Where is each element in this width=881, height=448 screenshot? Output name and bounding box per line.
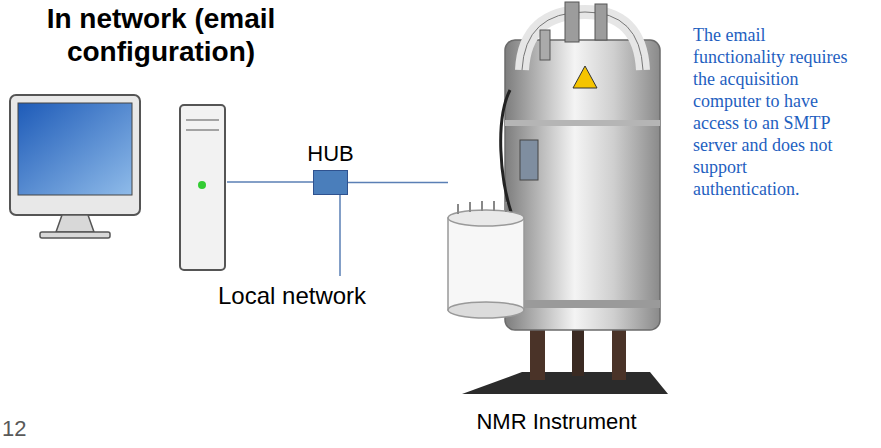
diagram-title: In network (email configuration) bbox=[2, 2, 320, 68]
nmr-instrument: NMR Instrument bbox=[448, 5, 665, 397]
hub-box: HUB bbox=[313, 170, 348, 195]
note-text: The email functionality requires the acq… bbox=[693, 24, 849, 200]
nmr-instrument-picture bbox=[448, 2, 668, 394]
network-wire bbox=[227, 181, 313, 183]
network-wire bbox=[339, 195, 341, 276]
node-label: NMR Instrument bbox=[476, 409, 636, 435]
node-label: HUB bbox=[307, 141, 353, 167]
page-number: 12 bbox=[2, 416, 26, 442]
computer-icon bbox=[10, 95, 225, 270]
network-label: Local network bbox=[218, 282, 366, 310]
network-cable bbox=[348, 182, 448, 184]
